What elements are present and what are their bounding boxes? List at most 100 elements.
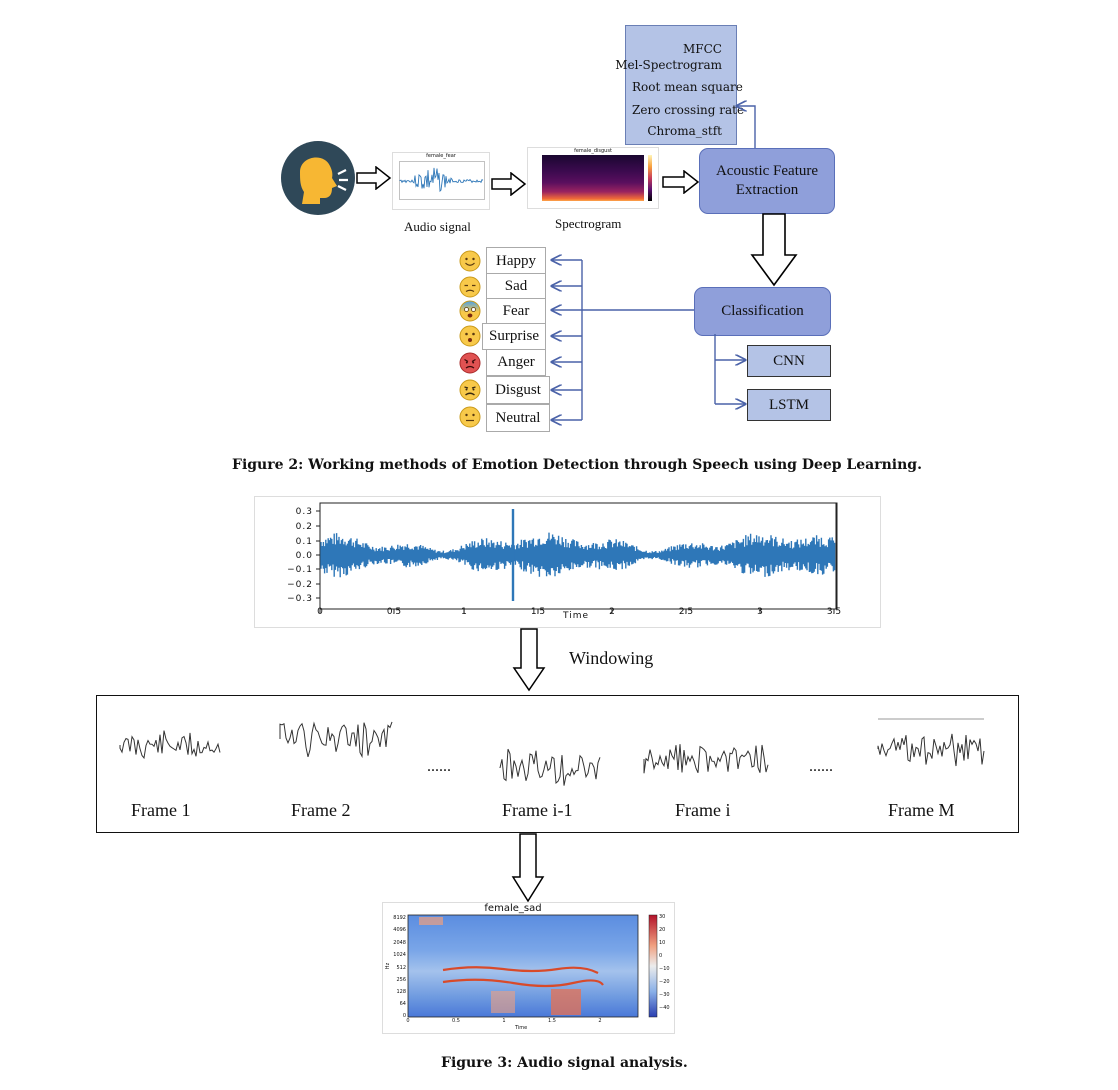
spectrogram-plot: female_sad 819 <box>382 902 675 1034</box>
spec-xtick-1: 0.5 <box>452 1018 460 1024</box>
arrow-head-to-audio <box>356 166 392 190</box>
spectrogram-thumb-image <box>542 155 644 201</box>
cbar-tick-1: 20 <box>659 927 666 933</box>
emotion-anger-label: Anger <box>497 354 535 370</box>
wave-ytick-6: −0.3 <box>287 594 313 604</box>
waveform-svg <box>316 502 838 613</box>
frame-i-waveform <box>643 744 769 774</box>
spec-ytick-3: 1024 <box>393 952 406 958</box>
sad-face-icon <box>459 276 481 298</box>
wave-xtick-7: 3.5 <box>826 607 842 617</box>
emotion-disgust-label: Disgust <box>495 381 541 398</box>
feature-extraction-box: Acoustic Feature Extraction <box>699 148 835 214</box>
feature-zcr: Zero crossing rate <box>632 103 745 117</box>
spectrogram-thumbnail: female_disgust <box>527 147 659 209</box>
frames-box <box>96 695 1019 833</box>
audio-signal-label: Audio signal <box>404 219 471 234</box>
arrow-extraction-to-classification <box>750 213 798 287</box>
waveform-plot: Time 0.3 0.2 0.1 0.0 −0.1 −0.2 −0.3 0 0.… <box>254 496 881 628</box>
model-cnn-box: CNN <box>747 345 831 377</box>
cbar-tick-7: −40 <box>659 1005 670 1011</box>
spec-ytick-4: 512 <box>396 965 406 971</box>
figure-2-caption: Figure 2: Working methods of Emotion Det… <box>232 457 922 473</box>
wave-ytick-0: 0.3 <box>295 507 313 517</box>
frame-2-waveform <box>279 721 393 759</box>
cbar-tick-5: −20 <box>659 979 670 985</box>
arrow-frames-to-spectrogram <box>511 833 545 903</box>
anger-face-icon <box>459 352 481 374</box>
wave-xtick-5: 2.5 <box>678 607 694 617</box>
frame-1-waveform <box>119 730 221 760</box>
wave-xtick-4: 2 <box>609 607 615 617</box>
figure2-connectors <box>0 0 756 440</box>
frame-i-1-label: Frame i-1 <box>502 800 573 820</box>
spectrogram-thumb-colorbar <box>648 155 652 201</box>
emotion-sad-box: Sad <box>486 273 546 300</box>
model-cnn-label: CNN <box>773 352 805 369</box>
spec-xtick-0: 0 <box>406 1018 410 1024</box>
arrow-audio-to-spectrogram <box>491 172 527 196</box>
feature-rms: Root mean square <box>632 80 743 94</box>
spec-ytick-0: 8192 <box>393 915 406 921</box>
arrow-waveform-to-frames <box>512 628 546 692</box>
emotion-surprise-box: Surprise <box>482 323 546 350</box>
frame-waveforms <box>119 718 985 786</box>
spec-ytick-1: 4096 <box>393 927 406 933</box>
emotion-sad-label: Sad <box>504 278 528 294</box>
classification-label: Classification <box>721 303 804 319</box>
wave-xtick-1: 0.5 <box>386 607 402 617</box>
spectrogram-svg <box>407 914 658 1018</box>
waveform-x-label: Time <box>563 611 590 621</box>
cbar-tick-6: −30 <box>659 992 670 998</box>
audio-thumb-waveform <box>399 161 485 200</box>
audio-signal-thumbnail: female_fear <box>392 152 490 210</box>
spec-ytick-5: 256 <box>396 977 406 983</box>
feature-mfcc: MFCC <box>683 42 722 56</box>
spec-y-label: Hz <box>385 962 392 970</box>
wave-ytick-2: 0.1 <box>295 537 313 547</box>
spectrogram-image <box>408 915 638 1017</box>
fear-face-icon <box>459 300 481 322</box>
windowing-label: Windowing <box>569 648 654 668</box>
classification-box: Classification <box>694 287 831 336</box>
frame-i-label: Frame i <box>675 800 731 820</box>
spec-ytick-6: 128 <box>396 989 406 995</box>
spec-xtick-3: 1.5 <box>548 1018 556 1024</box>
frame-m-waveform <box>877 733 985 767</box>
spectrogram-title: female_sad <box>484 903 542 914</box>
spectrogram-thumb-title: female_disgust <box>574 148 612 154</box>
speaking-person-icon <box>281 141 355 215</box>
disgust-face-icon <box>459 379 481 401</box>
spec-ytick-7: 64 <box>399 1001 406 1007</box>
wave-xtick-0: 0 <box>317 607 323 617</box>
wave-xtick-6: 3 <box>757 607 763 617</box>
emotion-disgust-box: Disgust <box>486 376 550 404</box>
emotion-happy-label: Happy <box>496 252 536 269</box>
frame-2-label: Frame 2 <box>291 800 351 820</box>
emotion-neutral-box: Neutral <box>486 404 550 432</box>
emotion-anger-box: Anger <box>486 349 546 376</box>
happy-face-icon <box>459 250 481 272</box>
cbar-tick-3: 0 <box>659 953 663 959</box>
wave-ytick-1: 0.2 <box>295 522 313 532</box>
frames-ellipsis-1: ...... <box>427 758 451 775</box>
wave-xtick-3: 1.5 <box>530 607 546 617</box>
feature-mel-spectrogram: Mel-Spectrogram <box>615 58 722 72</box>
emotion-happy-box: Happy <box>486 247 546 275</box>
wave-ytick-3: 0.0 <box>295 551 313 561</box>
spectrogram-label: Spectrogram <box>555 216 622 231</box>
model-lstm-box: LSTM <box>747 389 831 421</box>
cbar-tick-2: 10 <box>659 940 666 946</box>
spectrogram-colorbar <box>648 914 658 1018</box>
spec-ytick-8: 0 <box>402 1013 406 1019</box>
neutral-face-icon <box>459 406 481 428</box>
emotion-surprise-label: Surprise <box>489 328 539 344</box>
feature-list-box: MFCC Mel-Spectrogram Root mean square Ze… <box>615 25 744 145</box>
emotion-fear-box: Fear <box>486 298 546 325</box>
cbar-tick-4: −10 <box>659 966 670 972</box>
audio-thumb-title: female_fear <box>426 153 456 159</box>
frame-i-1-waveform <box>499 748 601 786</box>
spec-x-label: Time <box>515 1025 528 1031</box>
emotion-neutral-label: Neutral <box>495 409 541 426</box>
wave-ytick-4: −0.1 <box>287 565 313 575</box>
